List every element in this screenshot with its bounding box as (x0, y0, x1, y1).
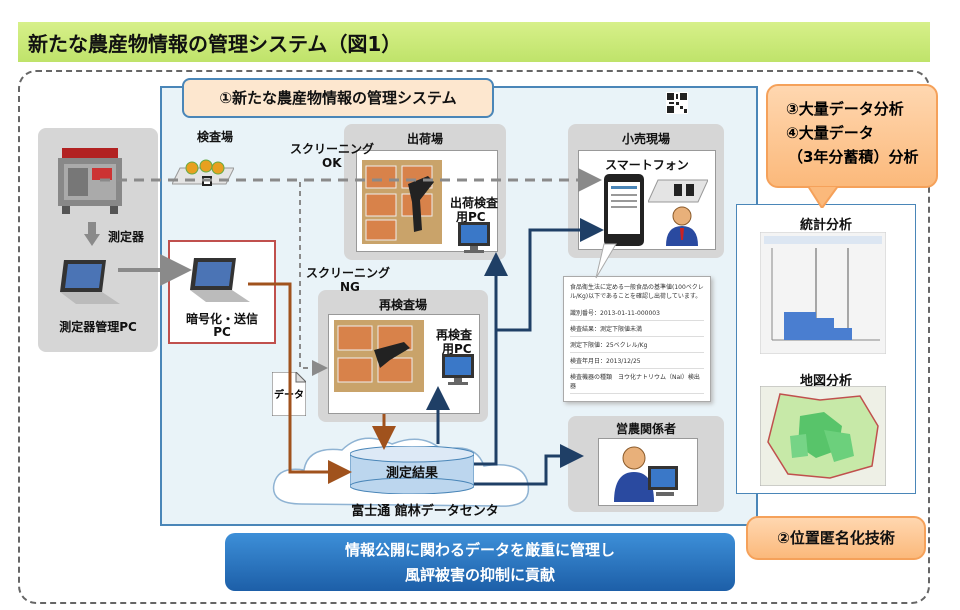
reinspection-pc-label-2: 用PC (442, 342, 472, 356)
info-card-row: 識別番号：2013-01-11-000003 (570, 305, 704, 321)
footer-banner: 情報公開に関わるデータを厳重に管理し 風評被害の抑制に貢献 (225, 533, 735, 591)
shipping-site-label: 出荷場 (406, 132, 443, 146)
person-icon (666, 206, 698, 246)
produce-photo-icon (334, 320, 424, 392)
stats-label: 統計分析 (799, 218, 852, 233)
monitor-icon (458, 222, 490, 253)
measuring-pc-label: 測定器管理PC (59, 320, 137, 334)
screening-ng-flow (299, 182, 328, 376)
map-icon (760, 386, 886, 486)
person-at-computer-icon (614, 446, 678, 502)
arrow-down-icon (84, 222, 100, 246)
screening-ok-label-2: OK (322, 156, 342, 170)
smartphone-label: スマートフォン (605, 158, 689, 172)
datacenter-label: 富士通 館林データセンタ (351, 504, 499, 519)
laptop-icon (60, 260, 120, 304)
map-label: 地図分析 (799, 374, 852, 389)
title-bar (18, 22, 930, 62)
screening-ok-label-1: スクリーニング (290, 142, 375, 156)
shipping-pc-label-2: 用PC (456, 210, 486, 224)
footer-line-2: 風評被害の抑制に貢献 (404, 566, 555, 584)
qr-code-icon (666, 92, 688, 114)
navy-arrow (474, 444, 584, 486)
callout-pointer-icon (808, 186, 838, 208)
bigdata-callout (766, 84, 938, 188)
footer-line-1: 情報公開に関わるデータを厳重に管理し (344, 541, 615, 559)
info-card-row: 検査機器の種類 ヨウ化ナトリウム（NaI）検出器 (570, 369, 704, 394)
info-card-row: 検査結果：測定下限値未満 (570, 321, 704, 337)
encrypt-pc-label-1: 暗号化・送信 (185, 312, 258, 326)
result-db-label: 測定結果 (385, 466, 438, 481)
info-card: 食品衛生法に定める一般食品の基準値(100ベクレル/Kg)以下であることを確認し… (563, 276, 711, 402)
database-icon (350, 446, 474, 494)
produce-photo-icon (362, 160, 442, 244)
info-card-pointer (595, 243, 617, 279)
screening-ng-label-2: NG (340, 280, 360, 294)
info-card-row: 検査年月日：2013/12/25 (570, 353, 704, 369)
measuring-device-icon (58, 148, 122, 214)
monitor-icon (442, 354, 474, 385)
reinspection-site-label: 再検査場 (378, 298, 427, 312)
outer-boundary (18, 70, 930, 604)
info-card-intro: 食品衛生法に定める一般食品の基準値(100ベクレル/Kg)以下であることを確認し… (570, 284, 704, 300)
measuring-device-label: 測定器 (108, 230, 145, 244)
bigdata-callout-line-3: （3年分蓄積）分析 (788, 148, 919, 166)
reinspection-pc-label-1: 再検査 (436, 328, 473, 342)
bigdata-callout-line-2: ④大量データ (786, 124, 874, 142)
shipping-pc-label-1: 出荷検査 (450, 196, 499, 210)
brown-arrow (248, 282, 352, 484)
navy-arrow (496, 218, 604, 332)
laptop-icon (190, 258, 250, 302)
inspection-site-label: 検査場 (196, 130, 233, 144)
screening-ng-label-1: スクリーニング (306, 266, 391, 280)
info-card-row: 測定下限値：25ベクレル/Kg (570, 337, 704, 353)
retail-site-label: 小売現場 (621, 132, 670, 146)
bigdata-callout-line-1: ③大量データ分析 (786, 100, 904, 118)
smartphone-icon (604, 174, 644, 246)
produce-tray-icon (648, 179, 708, 203)
navy-arrow (474, 252, 508, 466)
farm-staff-label: 営農関係者 (615, 422, 676, 436)
stats-chart-icon (760, 232, 886, 354)
encrypt-pc-label-2: PC (213, 325, 231, 339)
privacy-callout: ②位置匿名化技術 (746, 516, 926, 560)
page-title: 新たな農産物情報の管理システム（図1） (28, 32, 402, 56)
system-label: ①新たな農産物情報の管理システム (182, 78, 494, 118)
